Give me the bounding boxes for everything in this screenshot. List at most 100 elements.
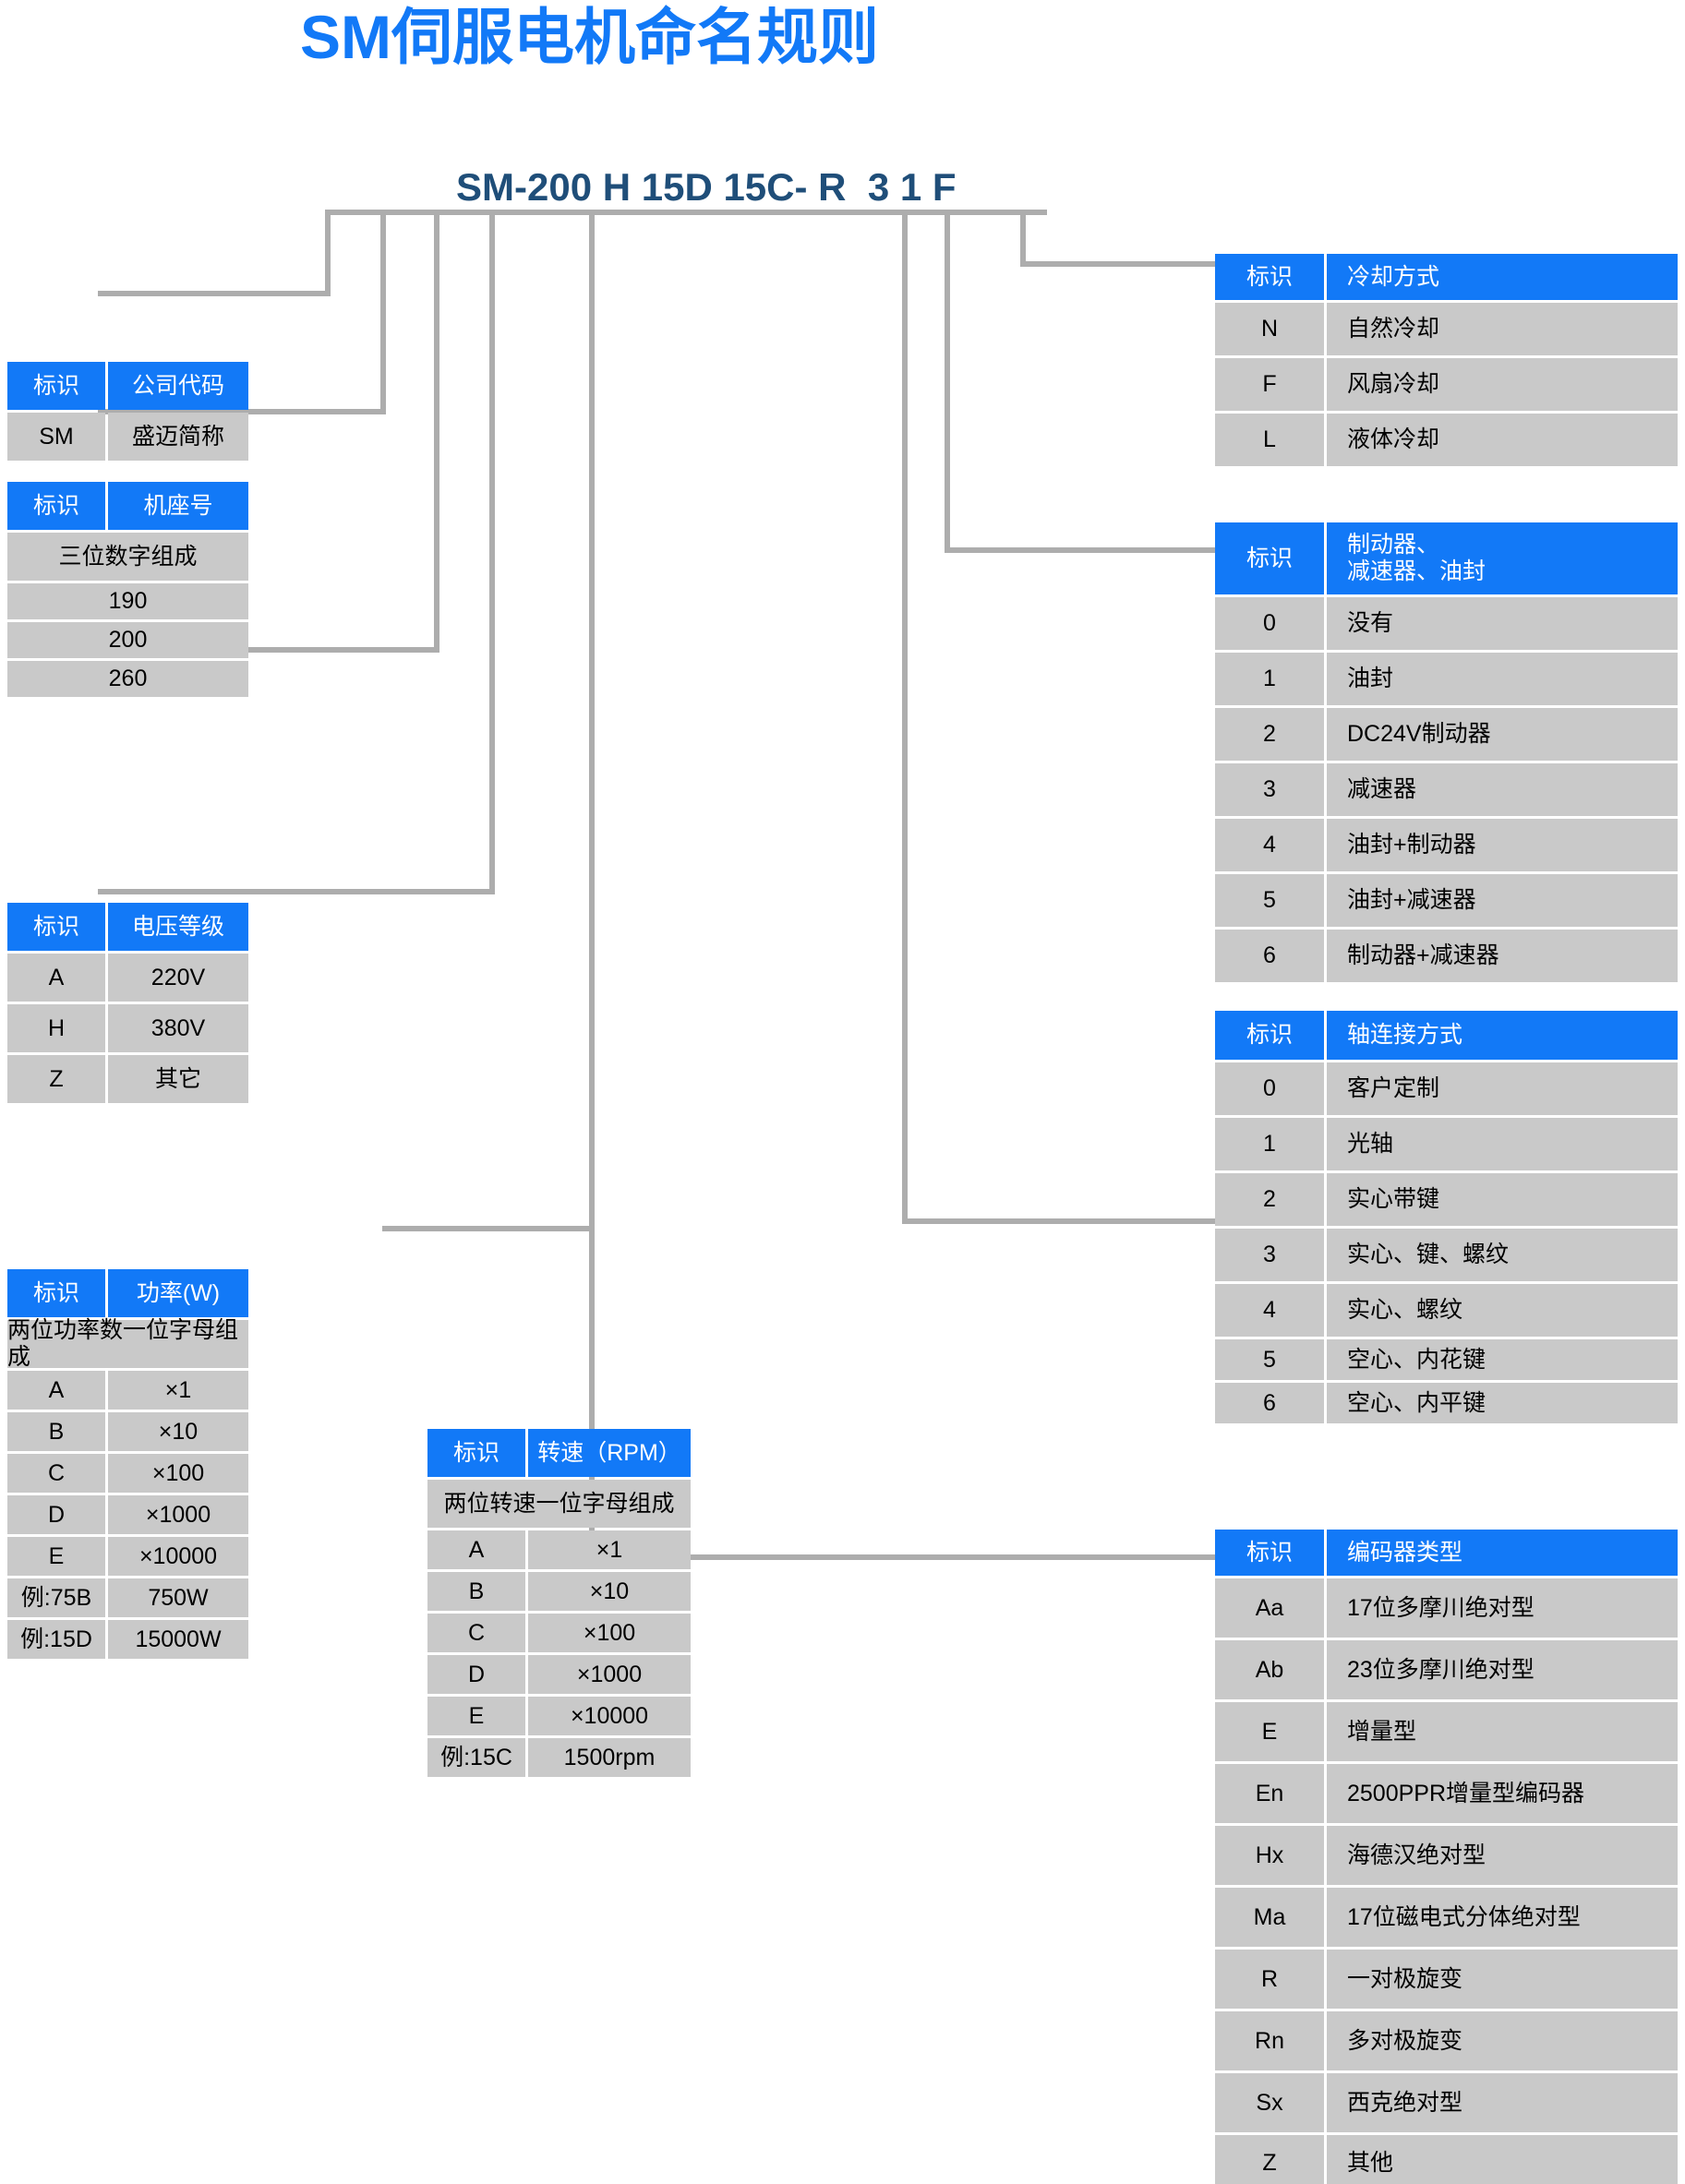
cell-value: 增量型	[1327, 1702, 1678, 1761]
col-header-id: 标识	[1215, 254, 1324, 300]
cell-id: 4	[1215, 819, 1324, 871]
table-row: 200	[7, 622, 248, 658]
cell-id: Ma	[1215, 1888, 1324, 1947]
table-encoder: 标识 编码器类型 Aa 17位多摩川绝对型 Ab 23位多摩川绝对型 E 增量型…	[1215, 1530, 1678, 2184]
cell-id: F	[1215, 358, 1324, 411]
cell-id: Hx	[1215, 1826, 1324, 1885]
cell-id: 2	[1215, 1173, 1324, 1226]
table-row: A ×1	[427, 1530, 691, 1569]
cell-id: 5	[1215, 1339, 1324, 1380]
cell-id: 1	[1215, 1118, 1324, 1170]
connector-shaft-h	[902, 1218, 1217, 1224]
code-tick-power	[685, 210, 805, 215]
cell-value: 风扇冷却	[1327, 358, 1678, 411]
connector-voltage-v	[434, 210, 439, 653]
table-row: L 液体冷却	[1215, 414, 1678, 466]
cell-id: 6	[1215, 930, 1324, 982]
table-row: 4 实心、螺纹	[1215, 1284, 1678, 1337]
table-row: 1 油封	[1215, 653, 1678, 705]
cell-value: 油封+减速器	[1327, 874, 1678, 927]
page-title: SM伺服电机命名规则	[300, 3, 879, 71]
cell-id: SM	[7, 413, 105, 461]
cell-id: Z	[1215, 2135, 1324, 2184]
cell-value: 海德汉绝对型	[1327, 1826, 1678, 1885]
col-header-value: 轴连接方式	[1327, 1011, 1678, 1060]
table-row: A ×1	[7, 1371, 248, 1410]
connector-speed-h	[382, 1226, 595, 1231]
table-header-row: 标识 公司代码	[7, 362, 248, 410]
cell-value: 其他	[1327, 2135, 1678, 2184]
col-header-value: 转速（RPM）	[528, 1429, 691, 1477]
table-row: Z 其它	[7, 1055, 248, 1103]
table-speed: 标识 转速（RPM） 两位转速一位字母组成 A ×1 B ×10 C ×100 …	[427, 1429, 691, 1780]
cell-note: 三位数字组成	[7, 533, 248, 581]
col-header-value: 机座号	[108, 482, 248, 530]
table-header-row: 标识 轴连接方式	[1215, 1011, 1678, 1060]
cell-id: A	[427, 1530, 525, 1569]
connector-company-drop	[325, 210, 331, 296]
cell-value: ×10	[528, 1572, 691, 1611]
table-row: E 增量型	[1215, 1702, 1678, 1761]
code-tick-speed	[769, 210, 889, 215]
connector-company-stub	[325, 210, 506, 215]
connector-power-v	[489, 210, 495, 894]
table-header-row: 标识 冷却方式	[1215, 254, 1678, 300]
table-header-row: 标识 编码器类型	[1215, 1530, 1678, 1576]
connector-brake-h	[945, 547, 1217, 553]
connector-cooling-h	[1020, 261, 1217, 267]
col-header-value: 电压等级	[108, 903, 248, 951]
cell-value: 空心、内花键	[1327, 1339, 1678, 1380]
table-row: 例:15C 1500rpm	[427, 1738, 691, 1777]
cell-id: 例:75B	[7, 1578, 105, 1617]
table-note-row: 两位转速一位字母组成	[427, 1480, 691, 1528]
cell-value: 200	[7, 622, 248, 658]
cell-value: 17位磁电式分体绝对型	[1327, 1888, 1678, 1947]
cell-value: 客户定制	[1327, 1062, 1678, 1115]
cell-value: 其它	[108, 1055, 248, 1103]
cell-id: B	[7, 1412, 105, 1451]
cell-id: Ab	[1215, 1640, 1324, 1699]
table-row: 3 实心、键、螺纹	[1215, 1229, 1678, 1281]
table-row: E ×10000	[427, 1697, 691, 1735]
cell-value: ×1000	[108, 1495, 248, 1534]
cell-id: 2	[1215, 708, 1324, 761]
cell-id: D	[7, 1495, 105, 1534]
table-voltage: 标识 电压等级 A 220V H 380V Z 其它	[7, 903, 248, 1106]
table-row: C ×100	[427, 1614, 691, 1652]
cell-id: 4	[1215, 1284, 1324, 1337]
cell-note: 两位转速一位字母组成	[427, 1480, 691, 1528]
cell-id: E	[1215, 1702, 1324, 1761]
table-row: F 风扇冷却	[1215, 358, 1678, 411]
cell-value: DC24V制动器	[1327, 708, 1678, 761]
table-row: 1 光轴	[1215, 1118, 1678, 1170]
cell-value: 190	[7, 583, 248, 619]
cell-value: 光轴	[1327, 1118, 1678, 1170]
table-header-row: 标识 电压等级	[7, 903, 248, 951]
cell-id: Aa	[1215, 1578, 1324, 1638]
connector-voltage-h	[98, 647, 439, 653]
cell-value: 液体冷却	[1327, 414, 1678, 466]
connector-brake-v	[945, 210, 950, 553]
table-row: Sx 西克绝对型	[1215, 2073, 1678, 2132]
connector-shaft-v	[902, 210, 908, 1224]
cell-id: En	[1215, 1764, 1324, 1823]
table-row: Z 其他	[1215, 2135, 1678, 2184]
cell-id: D	[427, 1655, 525, 1694]
cell-value: 220V	[108, 954, 248, 1002]
table-shaft-connection: 标识 轴连接方式 0 客户定制 1 光轴 2 实心带键 3 实心、键、螺纹 4 …	[1215, 1011, 1678, 1426]
cell-value: 实心带键	[1327, 1173, 1678, 1226]
cell-id: R	[1215, 1950, 1324, 2009]
col-header-id: 标识	[7, 1269, 105, 1317]
table-row: 6 空心、内平键	[1215, 1383, 1678, 1423]
cell-value: 减速器	[1327, 763, 1678, 816]
cell-id: Rn	[1215, 2011, 1324, 2070]
cell-value: 没有	[1327, 597, 1678, 650]
connector-encoder-drop	[589, 210, 595, 1560]
cell-id: 5	[1215, 874, 1324, 927]
table-header-row: 标识 机座号	[7, 482, 248, 530]
cell-value: 一对极旋变	[1327, 1950, 1678, 2009]
table-company-code: 标识 公司代码 SM 盛迈简称	[7, 362, 248, 463]
cell-value: 实心、螺纹	[1327, 1284, 1678, 1337]
table-row: D ×1000	[7, 1495, 248, 1534]
code-tick-company	[460, 210, 561, 215]
